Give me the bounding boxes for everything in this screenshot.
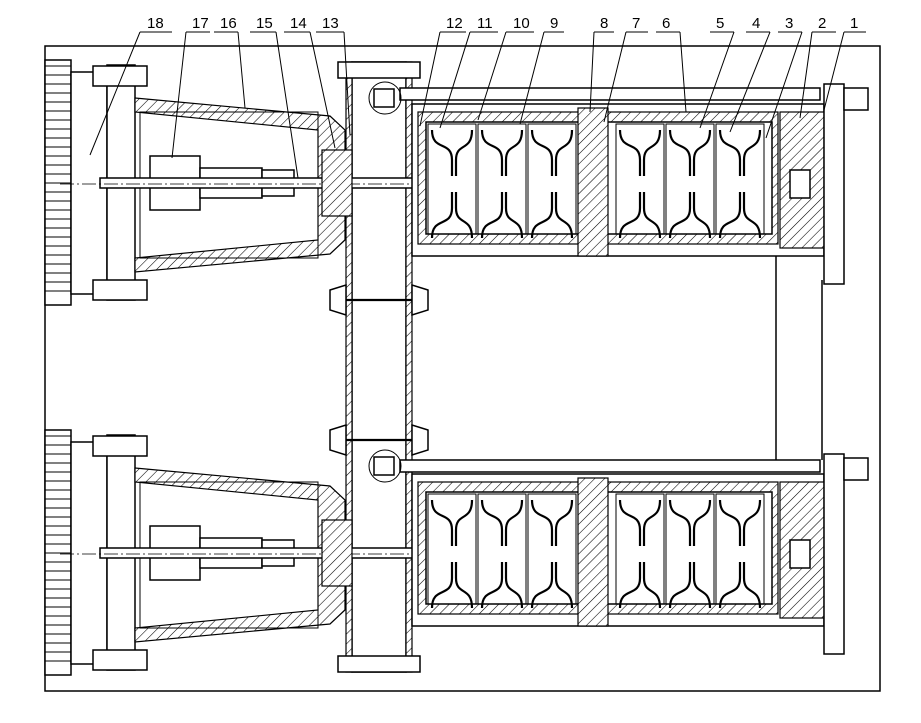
leader-10: 10 <box>477 15 534 121</box>
impeller-vane <box>718 129 762 176</box>
svg-text:13: 13 <box>322 15 339 32</box>
impeller-vane <box>530 192 574 239</box>
impeller-vane <box>718 192 762 239</box>
column-flange-lower <box>329 423 429 457</box>
motor-fan-housing <box>44 59 108 306</box>
leader-14: 14 <box>284 15 336 149</box>
pump-unit-upper <box>44 59 869 306</box>
svg-text:6: 6 <box>662 15 670 32</box>
impeller-vane <box>618 192 662 239</box>
end-bolt <box>843 87 869 111</box>
impeller-vane <box>430 192 474 239</box>
svg-text:11: 11 <box>477 15 493 32</box>
leader-6: 6 <box>656 15 687 113</box>
impeller-stage <box>527 123 577 239</box>
leader-3: 3 <box>765 15 803 139</box>
leader-11: 11 <box>439 15 498 129</box>
impeller-stage <box>665 123 715 239</box>
leader-18: 18 <box>89 15 172 156</box>
impeller-vane <box>530 129 574 176</box>
stage-chamber <box>477 123 527 235</box>
stage-chamber <box>527 123 577 235</box>
svg-text:17: 17 <box>192 15 209 32</box>
svg-text:8: 8 <box>600 15 608 32</box>
impeller-vane <box>668 192 712 239</box>
impeller-stage <box>427 123 477 239</box>
svg-text:3: 3 <box>785 15 793 32</box>
lantern-housing <box>134 97 346 273</box>
flange-bolt-bottom <box>92 279 148 301</box>
leader-7: 7 <box>603 15 648 123</box>
leader-16: 16 <box>214 15 246 109</box>
impeller-vane <box>480 192 524 239</box>
impeller-stage <box>715 123 765 239</box>
connecting-column <box>329 61 823 673</box>
svg-text:15: 15 <box>256 15 273 32</box>
svg-text:14: 14 <box>290 15 307 32</box>
stage-chamber <box>615 123 665 235</box>
stage-chamber <box>427 123 477 235</box>
svg-text:5: 5 <box>716 15 724 32</box>
svg-text:9: 9 <box>550 15 558 32</box>
impeller-stages <box>427 123 765 239</box>
svg-text:16: 16 <box>220 15 237 32</box>
impeller-vane <box>668 129 712 176</box>
svg-text:1: 1 <box>850 15 858 32</box>
leader-15: 15 <box>250 15 299 179</box>
column-flange-upper <box>329 283 429 317</box>
svg-text:12: 12 <box>446 15 463 32</box>
leader-17: 17 <box>171 15 210 159</box>
leader-5: 5 <box>699 15 735 129</box>
leader-13: 13 <box>316 15 351 136</box>
impeller-stage <box>477 123 527 239</box>
seal-housing <box>321 149 353 217</box>
middle-stage-casing <box>577 107 609 257</box>
leader-4: 4 <box>729 15 771 133</box>
stage-chamber <box>665 123 715 235</box>
leader-8: 8 <box>589 15 614 113</box>
leader-12: 12 <box>419 15 466 127</box>
end-plate <box>823 83 845 285</box>
svg-text:18: 18 <box>147 15 164 32</box>
svg-text:10: 10 <box>513 15 530 32</box>
leader-1: 1 <box>823 15 866 111</box>
impeller-stage <box>615 123 665 239</box>
stage-chamber <box>715 123 765 235</box>
part-number-leaders: 18 17 16 15 14 13 12 <box>89 15 866 179</box>
impeller-vane <box>430 129 474 176</box>
leader-9: 9 <box>519 15 564 125</box>
svg-text:4: 4 <box>752 15 760 32</box>
leader-2: 2 <box>799 15 836 119</box>
svg-text:7: 7 <box>632 15 640 32</box>
impeller-vane <box>480 129 524 176</box>
impeller-vane <box>618 129 662 176</box>
svg-text:2: 2 <box>818 15 826 32</box>
flange-bolt-top <box>92 65 148 87</box>
